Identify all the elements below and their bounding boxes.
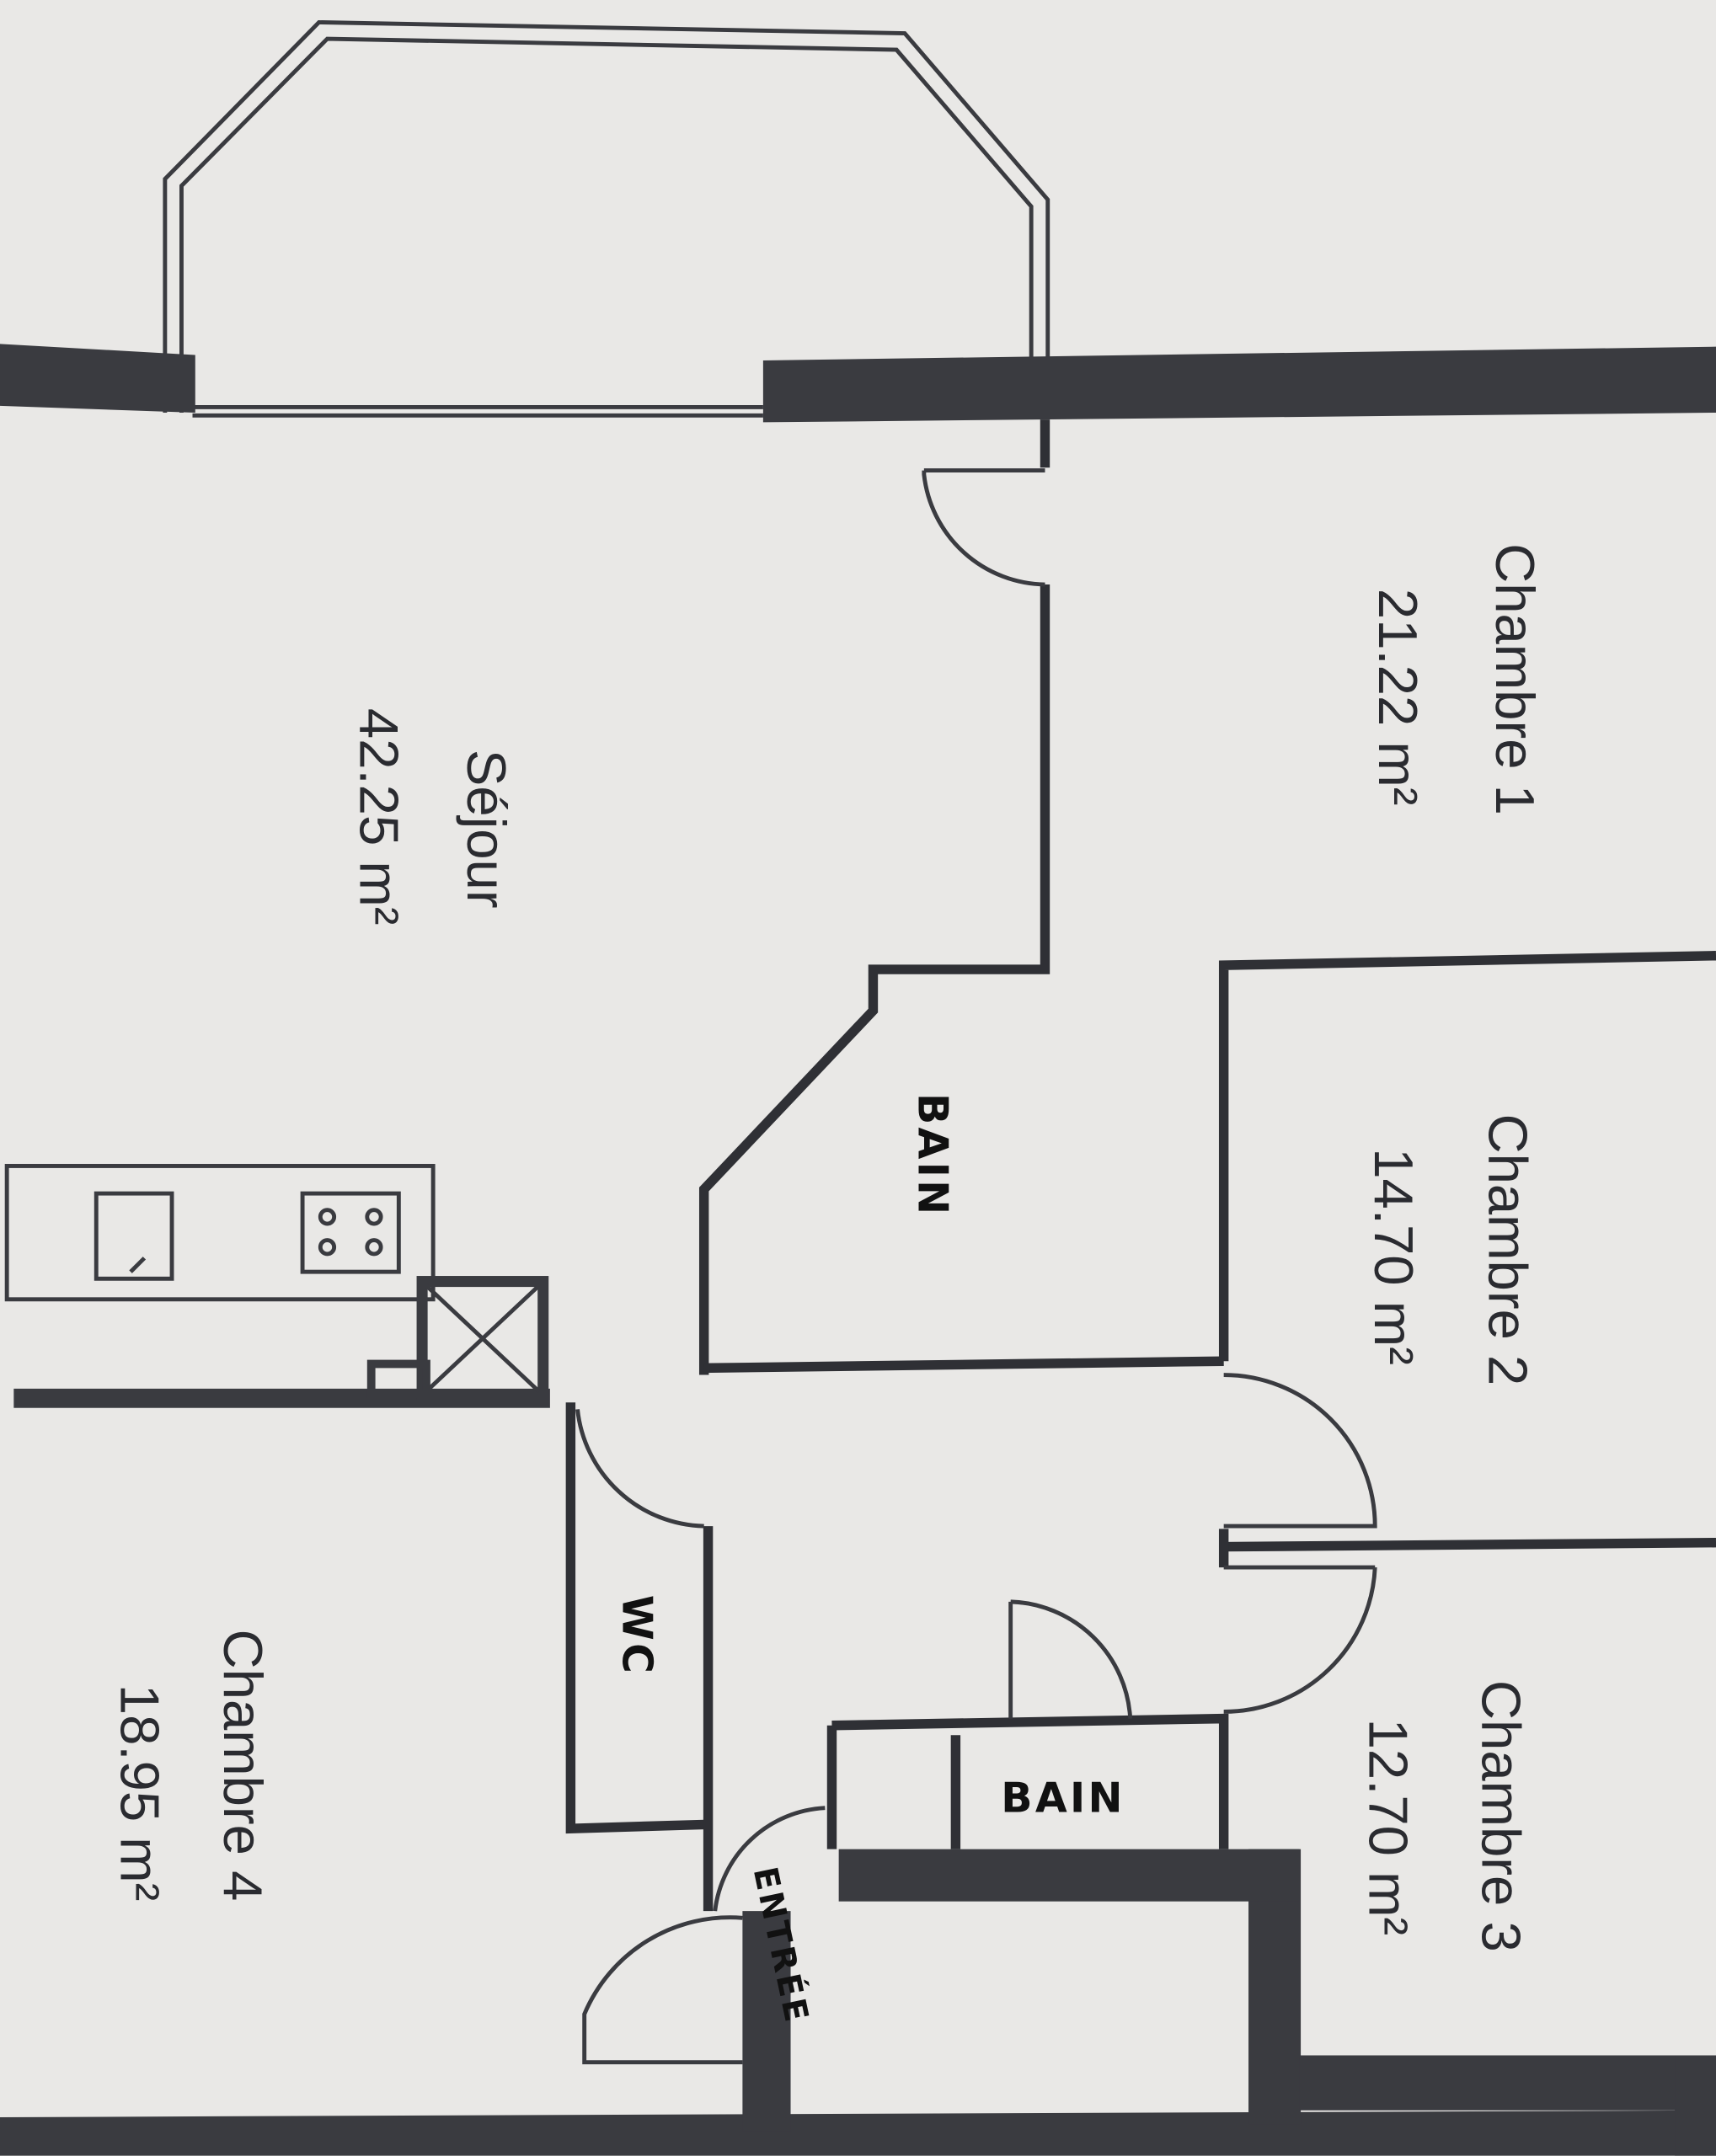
room-name: Chambre 1 <box>1484 543 1546 815</box>
room-name: Séjour <box>456 750 517 909</box>
room-area: 21.22 m² <box>1367 589 1429 806</box>
room-name: Chambre 2 <box>1478 1113 1539 1385</box>
room-sejour: Séjour 42.25 m² <box>349 708 517 926</box>
room-chambre-4: Chambre 4 18.95 m² <box>110 1630 274 1902</box>
room-name: Chambre 3 <box>1471 1680 1532 1952</box>
label-wc: WC <box>612 1595 660 1676</box>
exterior-walls <box>0 344 1716 2156</box>
room-chambre-2: Chambre 2 14.70 m² <box>1363 1113 1538 1385</box>
door-swings <box>575 468 1377 2065</box>
label-bain-small: BAIN <box>1001 1774 1125 1822</box>
room-area: 42.25 m² <box>349 708 410 926</box>
bay-window <box>163 19 1050 418</box>
stove-icon <box>300 1191 401 1274</box>
interior-walls <box>565 419 1716 1912</box>
room-chambre-3: Chambre 3 12.70 m² <box>1358 1680 1532 1952</box>
label-bain-main: BAIN <box>908 1093 956 1217</box>
room-area: 12.70 m² <box>1358 1719 1419 1936</box>
room-chambre-1: Chambre 1 21.22 m² <box>1367 543 1546 815</box>
room-name: Chambre 4 <box>212 1630 274 1902</box>
room-area: 18.95 m² <box>110 1684 171 1902</box>
kitchen-counter <box>4 1164 549 1401</box>
room-area: 14.70 m² <box>1363 1148 1425 1365</box>
sink-icon <box>94 1191 174 1281</box>
duct-shaft-icon <box>366 1276 549 1401</box>
